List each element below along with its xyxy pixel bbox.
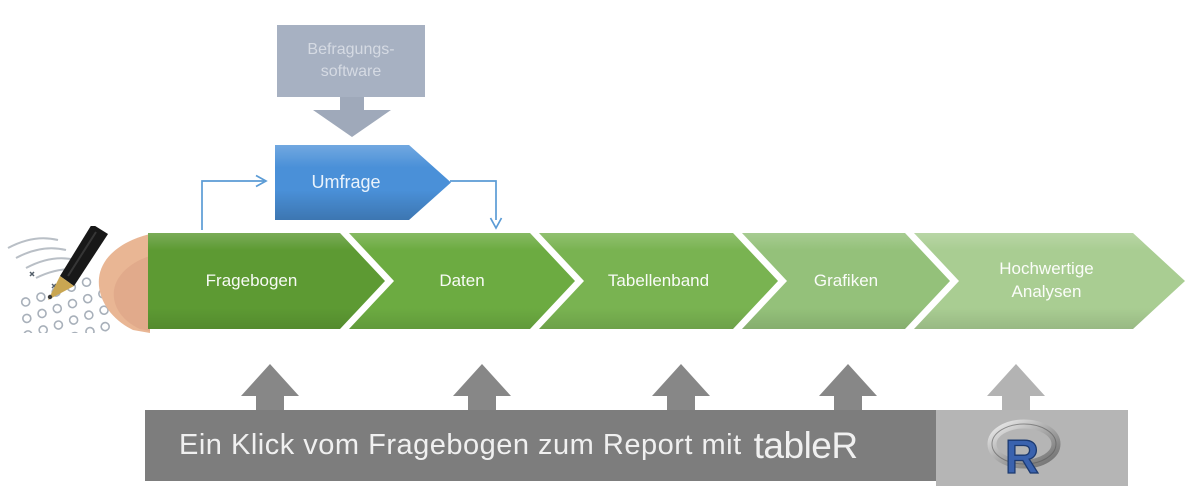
brand-name: tableR bbox=[753, 424, 858, 466]
photo-pen-body bbox=[60, 226, 108, 286]
photo-paper bbox=[2, 228, 150, 331]
up-arrow-icon-4 bbox=[819, 364, 877, 410]
r-logo-ring-edge bbox=[991, 423, 1057, 465]
stage-chevron-tabellenband: Tabellenband bbox=[539, 233, 778, 329]
connector-arrowhead-down-icon bbox=[489, 217, 503, 230]
photo-answer-bubbles bbox=[20, 277, 110, 333]
photo-finger bbox=[98, 234, 150, 333]
r-logo-box: R bbox=[936, 410, 1128, 486]
down-block-arrow-icon bbox=[313, 97, 391, 137]
up-arrow-icon-5 bbox=[987, 364, 1045, 410]
software-box: Befragungs- software bbox=[277, 25, 425, 97]
connector-fragebogen-to-umfrage bbox=[201, 180, 264, 230]
photo-pen-highlight bbox=[67, 231, 97, 277]
questionnaire-photo bbox=[2, 226, 150, 333]
stage-label-grafiken: Grafiken bbox=[813, 271, 879, 290]
up-arrows bbox=[241, 364, 1045, 410]
up-arrow-icon-3 bbox=[652, 364, 710, 410]
r-logo-letter: R bbox=[1005, 430, 1039, 479]
banner-bar: Ein Klick vom Fragebogen zum Report mit … bbox=[145, 410, 936, 481]
software-box-label: Befragungs- software bbox=[307, 41, 395, 80]
photo-pen-tip bbox=[47, 294, 53, 300]
stage-label-hochwertige-analysen: Hochwertige Analysen bbox=[999, 259, 1094, 301]
stage-label-fragebogen: Fragebogen bbox=[205, 271, 298, 290]
photo-pen-nib bbox=[48, 276, 74, 300]
stage-label-tabellenband: Tabellenband bbox=[607, 271, 710, 290]
photo-check-marks bbox=[29, 271, 57, 289]
photo-writing-lines bbox=[7, 237, 85, 279]
up-arrow-icon-2 bbox=[453, 364, 511, 410]
r-logo-icon: R bbox=[987, 419, 1061, 479]
umfrage-shape: Umfrage bbox=[275, 145, 451, 220]
stage-chevron-fragebogen: Fragebogen bbox=[148, 233, 385, 329]
up-arrow-icon-1 bbox=[241, 364, 299, 410]
stage-chevron-hochwertige-analysen: Hochwertige Analysen bbox=[914, 233, 1185, 329]
down-block-arrow-shape bbox=[313, 97, 391, 137]
stage-label-daten: Daten bbox=[439, 271, 485, 290]
connector-arrowhead-right-icon bbox=[255, 174, 268, 188]
photo-finger-shade bbox=[113, 256, 150, 331]
umfrage-label: Umfrage bbox=[311, 172, 381, 192]
banner-text: Ein Klick vom Fragebogen zum Report mit bbox=[179, 429, 742, 461]
connector-umfrage-to-daten bbox=[450, 180, 497, 220]
